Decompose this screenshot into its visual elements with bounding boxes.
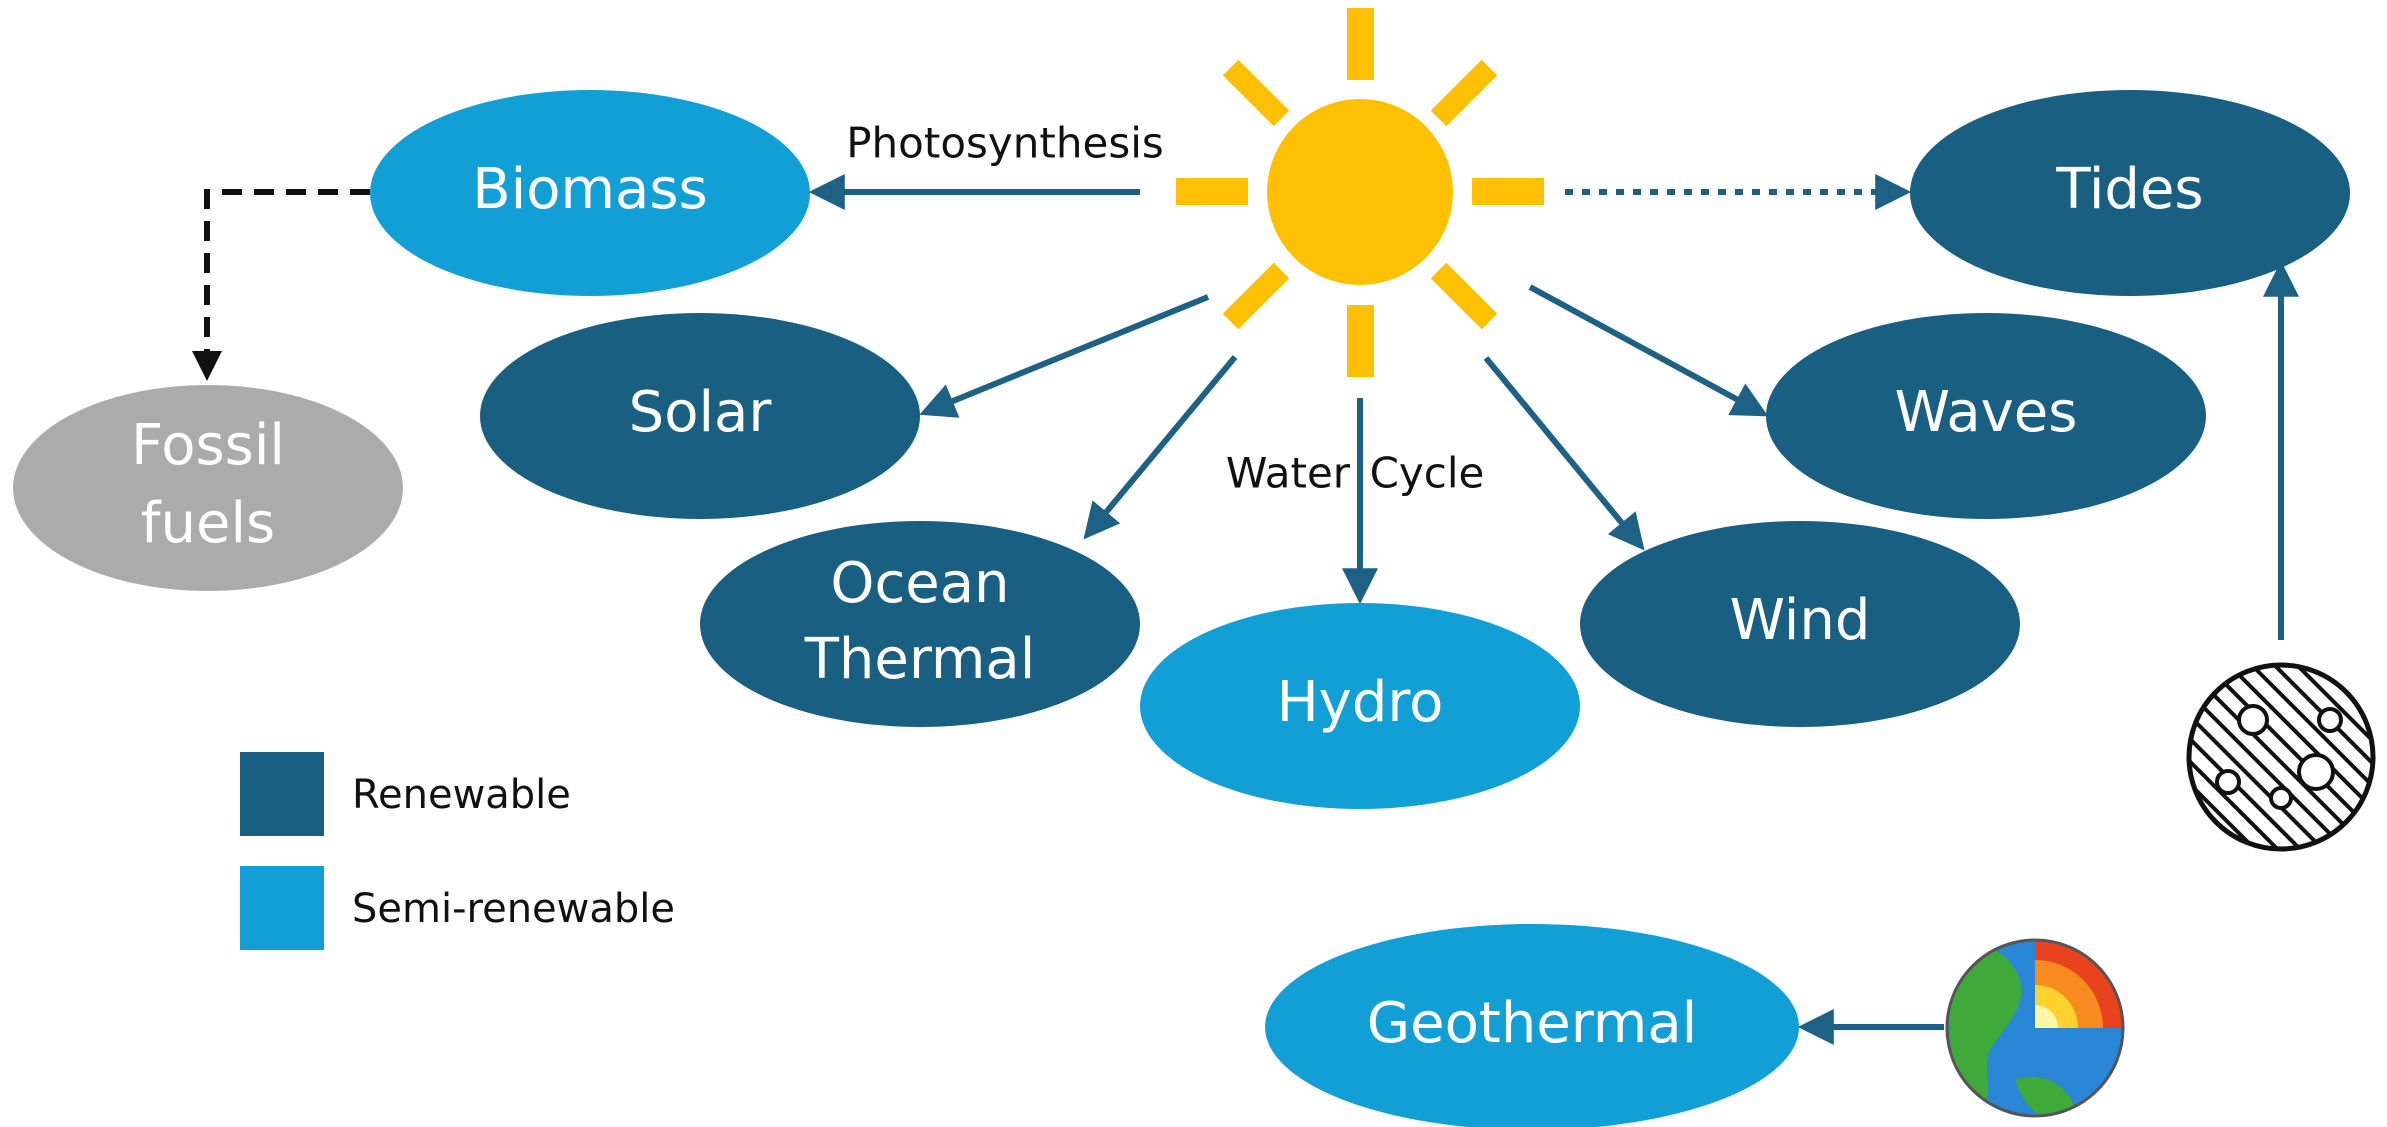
node-geothermal: Geothermal: [1265, 924, 1799, 1127]
fossil-fuels-label-line2: fuels: [141, 491, 275, 556]
waves-label: Waves: [1895, 380, 2078, 445]
photosynthesis-label: Photosynthesis: [846, 119, 1164, 168]
legend: Renewable Semi-renewable: [240, 752, 675, 950]
geothermal-label: Geothermal: [1367, 991, 1697, 1056]
solar-ellipse: [480, 313, 920, 519]
biomass-label: Biomass: [472, 157, 707, 222]
geothermal-ellipse: [1265, 924, 1799, 1127]
moon-icon: [2186, 662, 2376, 852]
fossil-fuels-ellipse: [13, 385, 403, 591]
solar-label: Solar: [629, 380, 773, 445]
cycle-label: Cycle: [1370, 449, 1485, 498]
node-fossil-fuels: Fossil fuels: [13, 385, 403, 591]
ocean-thermal-ellipse: [700, 521, 1140, 727]
biomass-ellipse: [370, 90, 810, 296]
arrow-waves: [1528, 284, 1769, 417]
node-biomass: Biomass: [370, 90, 810, 296]
wind-label: Wind: [1730, 588, 1871, 653]
waves-ellipse: [1766, 313, 2206, 519]
hydro-ellipse: [1140, 603, 1580, 809]
legend-swatch-semi-renewable: [240, 866, 324, 950]
node-tides: Tides: [1910, 90, 2350, 296]
node-solar: Solar: [480, 313, 920, 519]
tides-label: Tides: [2055, 157, 2203, 222]
arrow-ocean-thermal: [1083, 355, 1238, 540]
node-wind: Wind: [1580, 521, 2020, 727]
arrow-fossil-fuels-dashed: [192, 189, 370, 381]
arrow-solar: [919, 294, 1210, 418]
legend-label-semi-renewable: Semi-renewable: [352, 886, 675, 932]
ocean-thermal-label-line2: Thermal: [804, 627, 1036, 692]
earth-core-icon: [1945, 938, 2125, 1118]
legend-label-renewable: Renewable: [352, 772, 571, 818]
node-hydro: Hydro: [1140, 603, 1580, 809]
tides-ellipse: [1910, 90, 2350, 296]
arrow-wind: [1483, 356, 1645, 551]
fossil-fuels-label-line1: Fossil: [131, 413, 285, 478]
node-ocean-thermal: Ocean Thermal: [700, 521, 1140, 727]
hydro-label: Hydro: [1277, 670, 1444, 735]
node-waves: Waves: [1766, 313, 2206, 519]
sun-icon: [1176, 8, 1544, 377]
wind-ellipse: [1580, 521, 2020, 727]
water-label: Water: [1226, 449, 1351, 498]
ocean-thermal-label-line1: Ocean: [830, 551, 1009, 616]
legend-swatch-renewable: [240, 752, 324, 836]
